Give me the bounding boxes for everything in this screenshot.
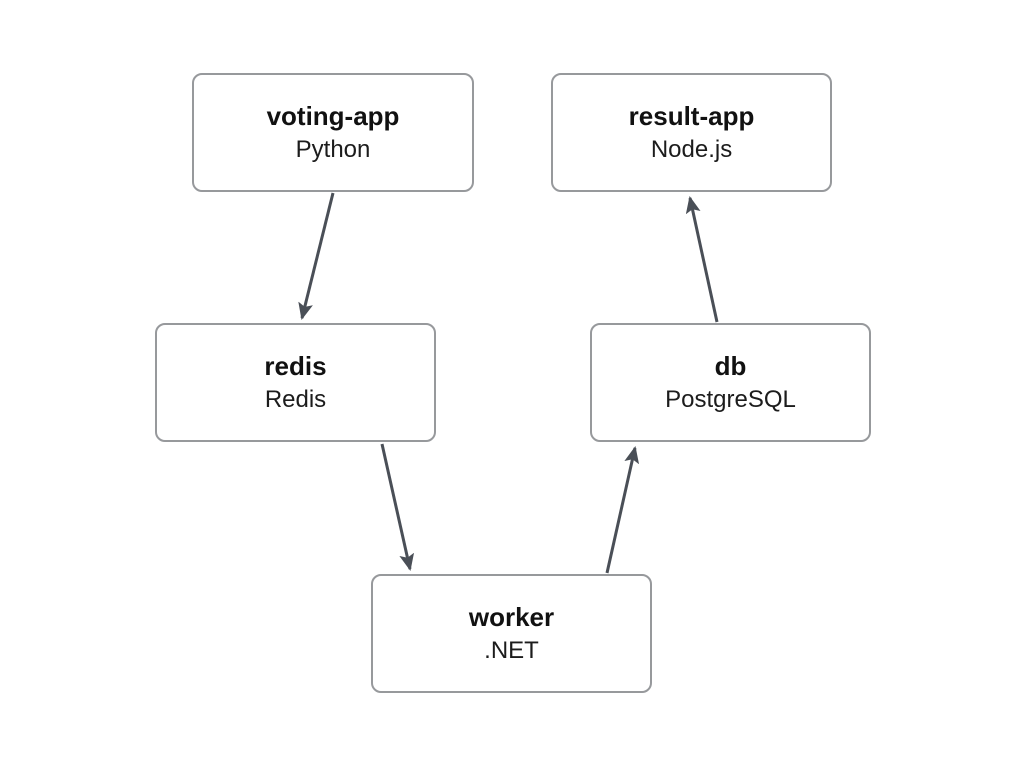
edge-voting-app-to-redis bbox=[298, 192, 335, 320]
node-db: db PostgreSQL bbox=[590, 323, 871, 442]
node-title: redis bbox=[264, 350, 327, 381]
node-subtitle: Node.js bbox=[650, 136, 733, 164]
node-subtitle: Redis bbox=[264, 386, 327, 414]
node-redis: redis Redis bbox=[155, 323, 436, 442]
node-voting-app: voting-app Python bbox=[192, 73, 474, 192]
edge-redis-to-worker bbox=[380, 443, 415, 571]
edge-db-to-result-app bbox=[685, 196, 719, 323]
node-result-app: result-app Node.js bbox=[551, 73, 832, 192]
node-title: db bbox=[714, 350, 747, 381]
edge-worker-to-db bbox=[605, 446, 640, 574]
node-subtitle: Python bbox=[295, 136, 371, 164]
node-subtitle: .NET bbox=[484, 637, 539, 665]
node-title: worker bbox=[468, 601, 555, 632]
node-worker: worker .NET bbox=[371, 574, 652, 693]
node-subtitle: PostgreSQL bbox=[665, 386, 796, 414]
node-title: result-app bbox=[628, 100, 755, 131]
node-title: voting-app bbox=[266, 100, 400, 131]
